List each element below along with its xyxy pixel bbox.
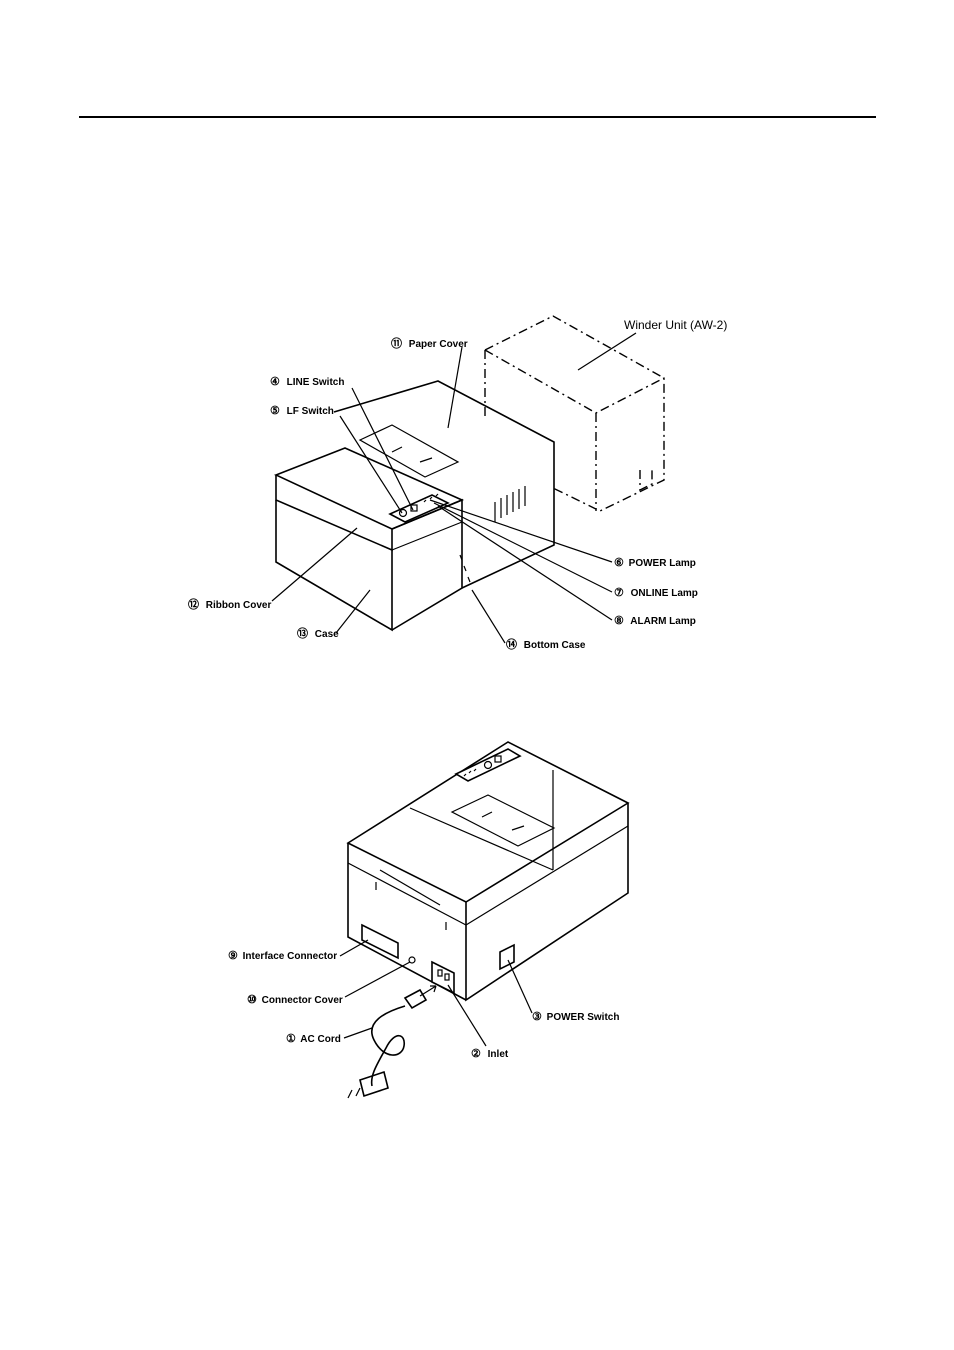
label-power-lamp: ⑥ POWER Lamp	[614, 557, 696, 569]
printer-front-drawing	[276, 381, 554, 630]
label-ac-cord: ① AC Cord	[286, 1033, 341, 1045]
label-interface-connector: ⑨ Interface Connector	[228, 950, 337, 962]
figure-front-view: ⑪ Paper Cover Winder Unit (AW-2) ④ LINE …	[188, 316, 727, 651]
label-winder-unit: Winder Unit (AW-2)	[624, 318, 727, 332]
label-online-lamp: ⑦ ONLINE Lamp	[614, 587, 698, 599]
label-line-switch: ④ LINE Switch	[270, 376, 344, 388]
label-case: ⑬ Case	[297, 626, 339, 640]
figure-rear-view: ⑨ Interface Connector ⑩ Connector Cover …	[228, 742, 628, 1098]
label-connector-cover: ⑩ Connector Cover	[247, 994, 343, 1006]
printer-rear-drawing	[348, 742, 628, 1098]
label-ribbon-cover: ⑫ Ribbon Cover	[188, 597, 271, 611]
winder-unit-drawing	[485, 316, 664, 511]
label-bottom-case: ⑭ Bottom Case	[506, 637, 586, 651]
label-power-switch: ③ POWER Switch	[532, 1011, 619, 1023]
label-alarm-lamp: ⑧ ALARM Lamp	[614, 615, 696, 627]
label-lf-switch: ⑤ LF Switch	[270, 405, 334, 417]
label-inlet: ② Inlet	[471, 1048, 509, 1060]
label-paper-cover: ⑪ Paper Cover	[391, 336, 468, 350]
